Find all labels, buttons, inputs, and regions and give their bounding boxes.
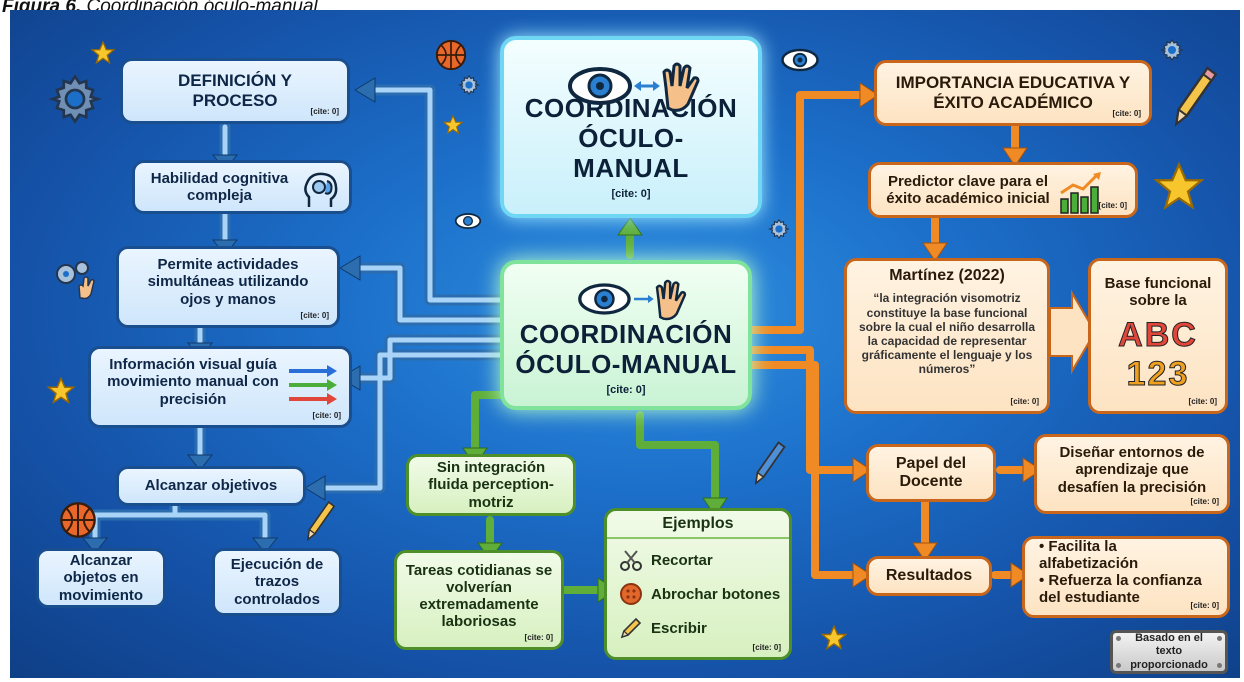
importancia-box: IMPORTANCIA EDUCATIVA Y ÉXITO ACADÉMICO … — [874, 60, 1152, 126]
papel-docente-text: Papel del Docente — [895, 454, 967, 490]
star-icon — [820, 624, 848, 651]
pencil-icon — [620, 618, 642, 639]
importancia-cite: [cite: 0] — [1112, 108, 1141, 118]
eye-icon — [781, 48, 819, 72]
ejemplos-box: Ejemplos Recortar Abrochar botones Escri… — [604, 508, 792, 660]
pencil-icon — [1174, 66, 1218, 127]
alcanzar-objetivos-box: Alcanzar objetivos — [116, 466, 306, 506]
predictor-box: Predictor clave para el éxito académico … — [868, 162, 1138, 218]
source-plate-text: Basado en el texto proporcionado — [1130, 632, 1208, 671]
disenar-box: Diseñar entornos de aprendizaje que desa… — [1034, 434, 1230, 514]
resultado-item-text: Facilita la alfabetización — [1039, 537, 1139, 572]
resultado-item: • Refuerza la confianza del estudiante — [1039, 572, 1202, 607]
top-title-box: COORDINACIÓN ÓCULO-MANUAL [cite: 0] — [500, 36, 762, 218]
star-icon — [442, 114, 464, 135]
ejemplo-item: Abrochar botones — [607, 582, 789, 606]
pencil-icon — [306, 500, 336, 542]
informacion-box: Información visual guía movimiento manua… — [88, 346, 352, 428]
tareas-text: Tareas cotidianas se volverían extremada… — [405, 561, 553, 631]
sin-integracion-box: Sin integración fluida perception-motriz — [406, 454, 576, 516]
center-title: COORDINACIÓN ÓCULO-MANUAL — [515, 319, 737, 380]
ejemplos-title: Ejemplos — [607, 515, 789, 540]
permite-text: Permite actividades simultáneas utilizan… — [147, 256, 309, 308]
tareas-cite: [cite: 0] — [524, 632, 553, 642]
basketball-icon — [60, 502, 96, 538]
objetos-movimiento-box: Alcanzar objetos en movimiento — [36, 548, 166, 608]
abc-letters: ABC — [1118, 315, 1198, 354]
informacion-text: Información visual guía movimiento manua… — [107, 356, 279, 408]
ejemplo-label: Abrochar botones — [651, 585, 781, 603]
basketball-icon — [435, 39, 467, 71]
informacion-cite: [cite: 0] — [312, 410, 341, 420]
eye-hand-icon — [568, 62, 700, 112]
eye-icon — [454, 213, 482, 229]
sin-integracion-text: Sin integración fluida perception-motriz — [428, 459, 554, 511]
gear-hand-icon — [56, 261, 95, 300]
top-title-cite: [cite: 0] — [611, 188, 651, 200]
resultado-item: • Facilita la alfabetización — [1039, 537, 1139, 572]
gear-icon — [1160, 38, 1184, 62]
growth-chart-icon — [1060, 172, 1101, 214]
trazos-text: Ejecución de trazos controlados — [230, 556, 324, 608]
ejemplo-item: Escribir — [607, 616, 789, 640]
trazos-box: Ejecución de trazos controlados — [212, 548, 342, 616]
gear-icon — [458, 74, 480, 96]
martinez-quote: “la integración visomotriz constituye la… — [858, 291, 1036, 377]
importancia-text: IMPORTANCIA EDUCATIVA Y ÉXITO ACADÉMICO — [895, 73, 1131, 112]
definicion-box: DEFINICIÓN Y PROCESO [cite: 0] — [120, 58, 350, 124]
numbers-123: 123 — [1126, 354, 1190, 393]
center-title-box: COORDINACIÓN ÓCULO-MANUAL [cite: 0] — [500, 260, 752, 410]
source-plate: Basado en el texto proporcionado — [1110, 630, 1228, 674]
star-icon — [46, 376, 76, 405]
colored-arrows-icon — [289, 365, 337, 405]
definicion-cite: [cite: 0] — [310, 106, 339, 116]
resultados-text: Resultados — [885, 566, 973, 584]
permite-cite: [cite: 0] — [300, 310, 329, 320]
star-icon — [1153, 161, 1205, 210]
gear-icon — [768, 218, 790, 240]
pencil-icon — [754, 441, 786, 486]
permite-box: Permite actividades simultáneas utilizan… — [116, 246, 340, 328]
martinez-box: Martínez (2022) “la integración visomotr… — [844, 258, 1050, 414]
big-right-arrow — [1049, 289, 1097, 375]
habilidad-text: Habilidad cognitiva compleja — [150, 169, 289, 204]
scissors-icon — [620, 550, 642, 572]
top-title: COORDINACIÓN ÓCULO-MANUAL — [524, 93, 738, 184]
base-funcional-title: Base funcional sobre la — [1104, 275, 1212, 310]
brain-gear-icon — [304, 172, 338, 207]
mind-map-panel: COORDINACIÓN ÓCULO-MANUAL [cite: 0] COOR… — [10, 10, 1240, 678]
base-funcional-cite: [cite: 0] — [1188, 396, 1217, 406]
definicion-text: DEFINICIÓN Y PROCESO — [178, 71, 292, 110]
predictor-cite: [cite: 0] — [1098, 200, 1127, 210]
papel-docente-box: Papel del Docente — [866, 444, 996, 502]
ejemplo-label: Recortar — [651, 551, 713, 569]
resultado-item-text: Refuerza la confianza del estudiante — [1039, 572, 1202, 607]
eye-hand-icon — [578, 279, 687, 321]
resultados-list-box: • Facilita la alfabetización • Refuerza … — [1022, 536, 1230, 618]
gear-icon — [48, 74, 102, 124]
martinez-cite: [cite: 0] — [1010, 396, 1039, 406]
disenar-text: Diseñar entornos de aprendizaje que desa… — [1057, 444, 1207, 496]
martinez-title: Martínez (2022) — [889, 267, 1005, 284]
objetos-movimiento-text: Alcanzar objetos en movimiento — [58, 552, 144, 604]
resultados-list-cite: [cite: 0] — [1190, 600, 1219, 610]
button-icon — [620, 583, 642, 606]
ejemplos-cite: [cite: 0] — [752, 642, 781, 652]
ejemplo-item: Recortar — [607, 548, 789, 572]
tareas-box: Tareas cotidianas se volverían extremada… — [394, 550, 564, 650]
center-title-cite: [cite: 0] — [606, 384, 646, 396]
resultados-box: Resultados — [866, 556, 992, 596]
ejemplo-label: Escribir — [651, 619, 707, 637]
disenar-cite: [cite: 0] — [1190, 496, 1219, 506]
alcanzar-objetivos-text: Alcanzar objetivos — [144, 477, 278, 495]
predictor-text: Predictor clave para el éxito académico … — [886, 172, 1050, 207]
star-icon — [90, 40, 116, 65]
habilidad-box: Habilidad cognitiva compleja — [132, 160, 352, 214]
base-funcional-box: Base funcional sobre la ABC 123 [cite: 0… — [1088, 258, 1228, 414]
